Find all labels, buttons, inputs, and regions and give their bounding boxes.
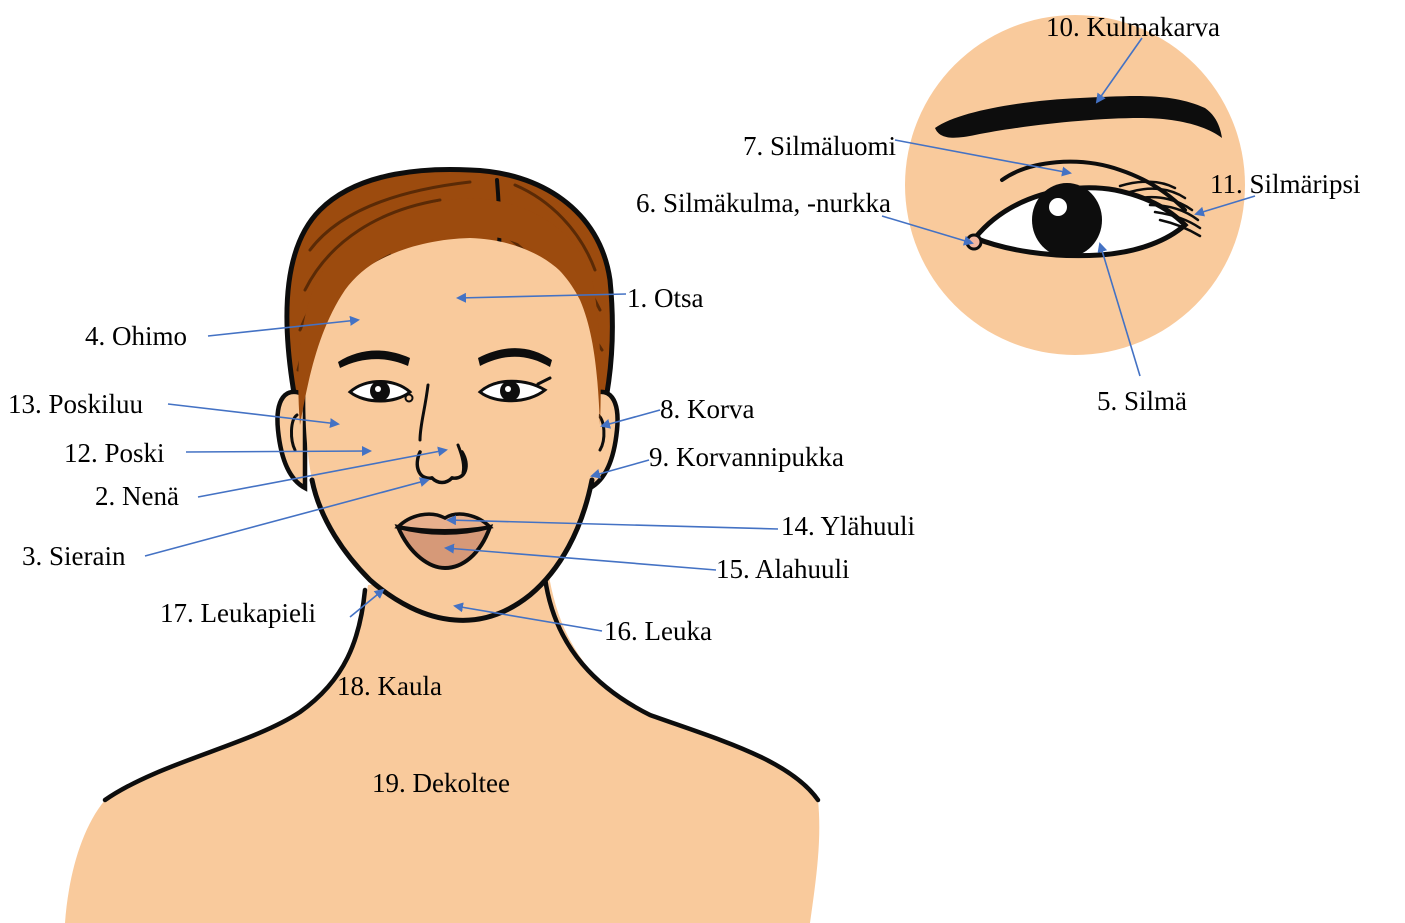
label-eye-corner: 6. Silmäkulma, -nurkka — [636, 188, 891, 218]
label-nose: 2. Nenä — [95, 481, 179, 511]
label-cheek: 12. Poski — [64, 438, 165, 468]
label-eyelid: 7. Silmäluomi — [743, 131, 896, 161]
label-nostril: 3. Sierain — [22, 541, 126, 571]
label-forehead: 1. Otsa — [627, 283, 704, 313]
label-chin: 16. Leuka — [604, 616, 712, 646]
closeup-iris — [1032, 183, 1102, 257]
face-illustration-icon — [65, 169, 819, 923]
label-cheekbone: 13. Poskiluu — [8, 389, 144, 419]
label-decollete: 19. Dekoltee — [372, 768, 510, 798]
label-eye: 5. Silmä — [1097, 386, 1187, 416]
label-jaw: 17. Leukapieli — [160, 598, 316, 628]
label-ear: 8. Korva — [660, 394, 754, 424]
label-lower-lip: 15. Alahuuli — [716, 554, 850, 584]
label-temple: 4. Ohimo — [85, 321, 187, 351]
label-earlobe: 9. Korvannipukka — [649, 442, 844, 472]
label-neck: 18. Kaula — [337, 671, 442, 701]
label-eyelash: 11. Silmäripsi — [1210, 169, 1361, 199]
eye-closeup-icon — [905, 15, 1245, 355]
label-upper-lip: 14. Ylähuuli — [781, 511, 915, 541]
label-eyebrow: 10. Kulmakarva — [1046, 12, 1220, 42]
